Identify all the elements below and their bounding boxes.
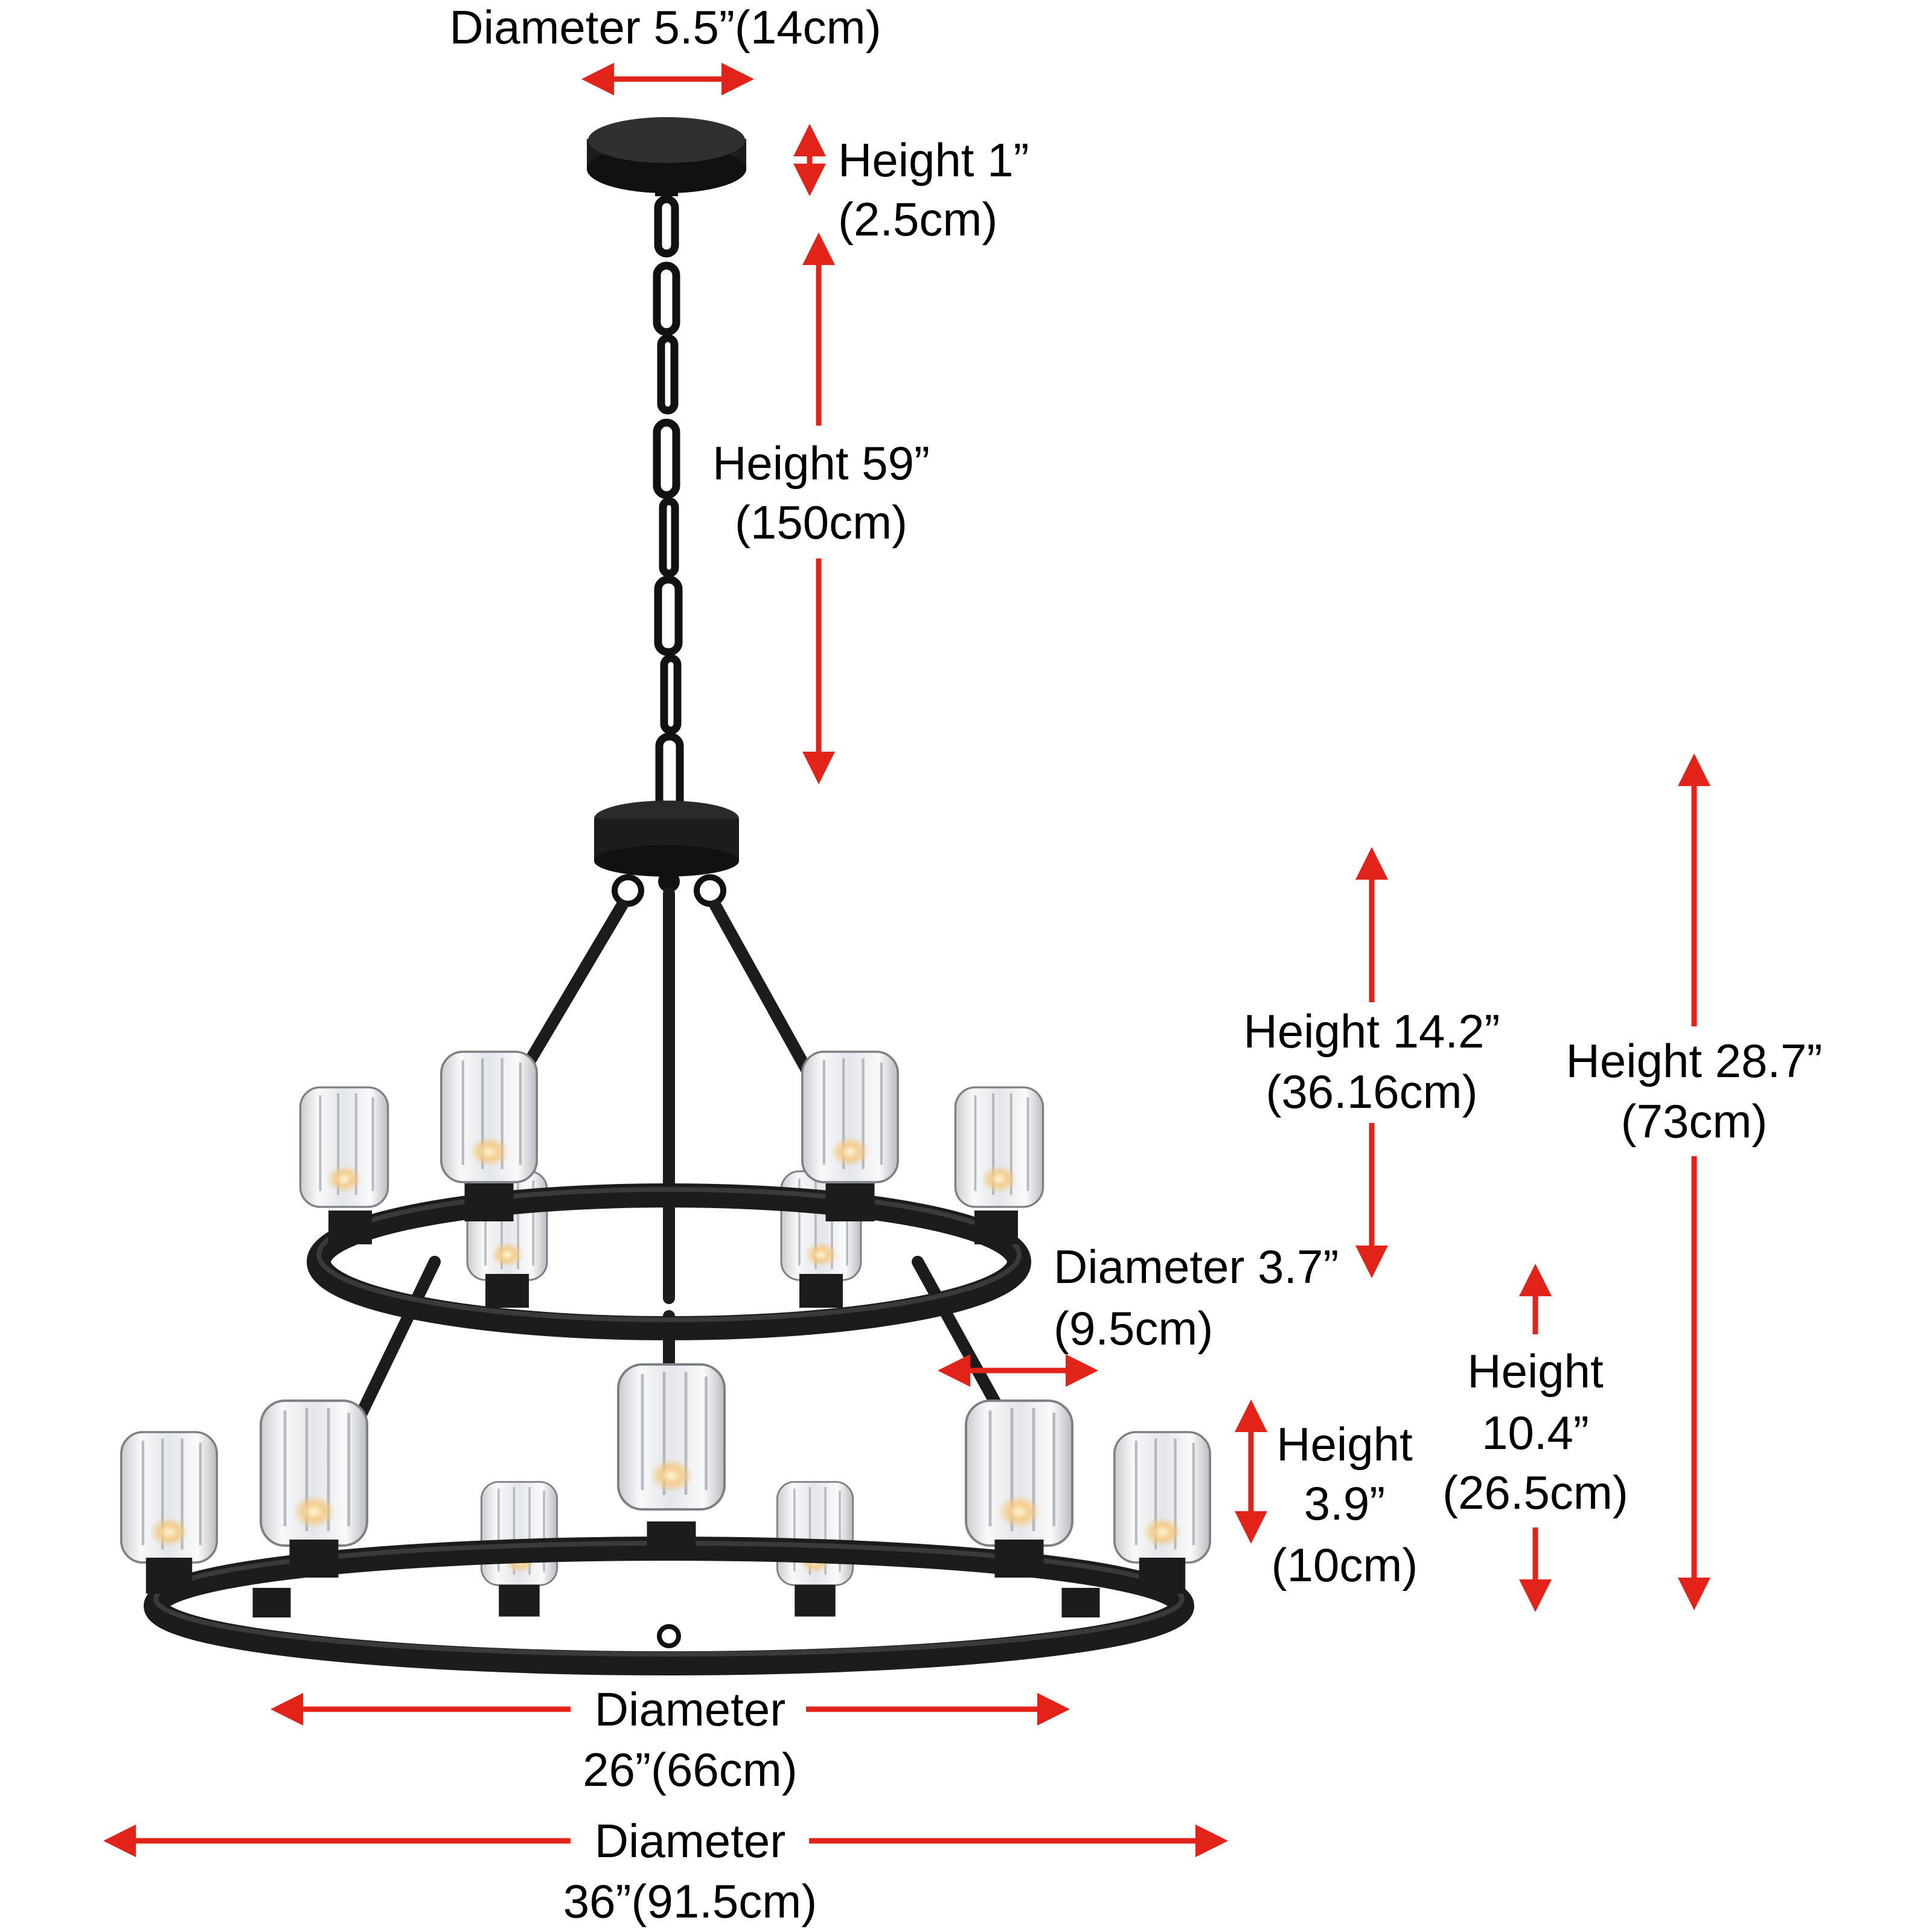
- shade-height-label-1: Height: [1276, 1418, 1413, 1471]
- total-height-label-2: (73cm): [1620, 1095, 1768, 1148]
- lower-ring-diameter-label-1: Diameter: [594, 1814, 786, 1867]
- upper-ring-diameter-label-2: 26”(66cm): [583, 1743, 798, 1796]
- lower-height-label-2: 10.4”: [1482, 1406, 1589, 1459]
- upper-ring-diameter-label-1: Diameter: [594, 1683, 786, 1736]
- hub: [594, 801, 739, 907]
- lower-height-label-1: Height: [1467, 1345, 1604, 1398]
- shade-height-label-3: (10cm): [1271, 1538, 1418, 1591]
- canopy-height-label-2: (2.5cm): [838, 193, 998, 246]
- canopy-diameter-label: Diameter 5.5”(14cm): [449, 1, 881, 54]
- dimension-arrows: [103, 63, 1710, 1857]
- total-height-label-1: Height 28.7”: [1566, 1034, 1823, 1087]
- shade-diameter-label-1: Diameter 3.7”: [1054, 1240, 1339, 1293]
- canopy: [587, 117, 746, 196]
- chain-height-label-2: (150cm): [734, 496, 908, 549]
- upper-height-label-1: Height 14.2”: [1243, 1005, 1500, 1058]
- shade-diameter-label-2: (9.5cm): [1054, 1302, 1214, 1355]
- lower-ring-diameter-label-2: 36”(91.5cm): [563, 1875, 817, 1928]
- canopy-height-label-1: Height 1”: [838, 133, 1029, 187]
- shade-height-label-2: 3.9”: [1303, 1477, 1386, 1530]
- chain-height-label-1: Height 59”: [712, 437, 930, 490]
- upper-height-label-2: (36.16cm): [1265, 1065, 1478, 1118]
- upper-ring: [307, 1183, 1031, 1340]
- chain: [644, 195, 696, 871]
- lower-height-label-3: (26.5cm): [1442, 1466, 1628, 1519]
